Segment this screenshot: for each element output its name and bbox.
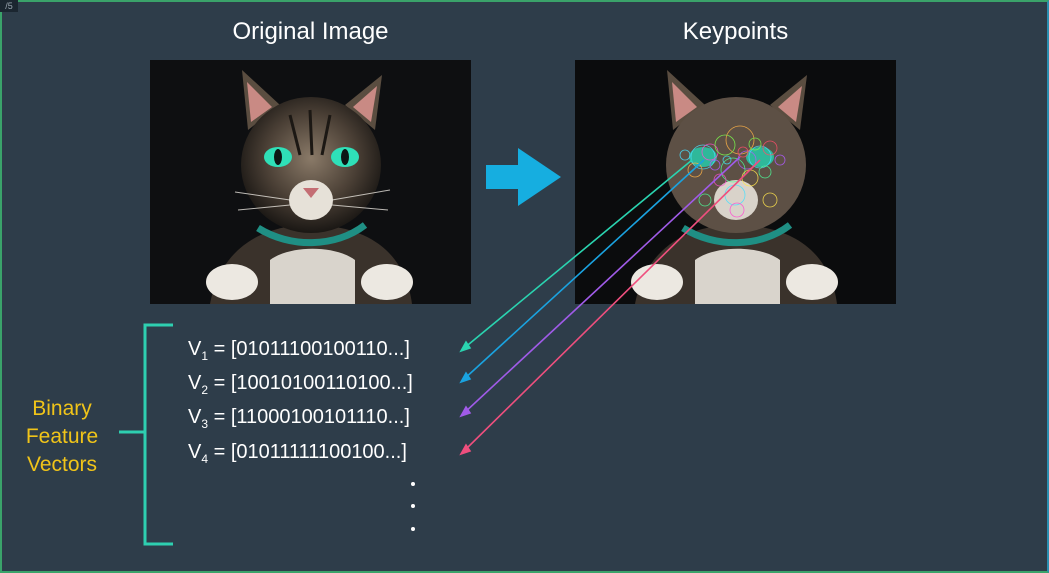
label-line-3: Vectors	[26, 453, 98, 476]
label-line-1: Binary	[32, 397, 92, 420]
vector-v4: V4 = [01011111100100...]	[188, 441, 407, 466]
connector-v2	[459, 159, 705, 384]
keypoints-title: Keypoints	[682, 18, 789, 45]
vector-v3: V3 = [11000100101110...]	[188, 406, 410, 431]
vector-v1: V1 = [01011100100110...]	[188, 338, 410, 363]
connector-v3	[459, 156, 741, 418]
vector-bracket	[119, 323, 173, 546]
vector-v2: V2 = [10010100110100...]	[188, 372, 413, 397]
label-line-2: Feature	[25, 425, 99, 448]
ellipsis-dot-1	[411, 482, 415, 486]
ellipsis-dot-3	[411, 527, 415, 531]
original-cat-image	[150, 60, 471, 304]
keypoints-cat-image	[575, 60, 896, 304]
corner-badge: /5	[0, 0, 18, 12]
original-image-title: Original Image	[232, 18, 389, 45]
connector-v4	[459, 159, 761, 456]
connector-v1	[459, 159, 693, 353]
binary-feature-vectors-label: Binary Feature Vectors	[22, 395, 102, 479]
transform-arrow	[486, 148, 561, 206]
ellipsis-dot-2	[411, 504, 415, 508]
